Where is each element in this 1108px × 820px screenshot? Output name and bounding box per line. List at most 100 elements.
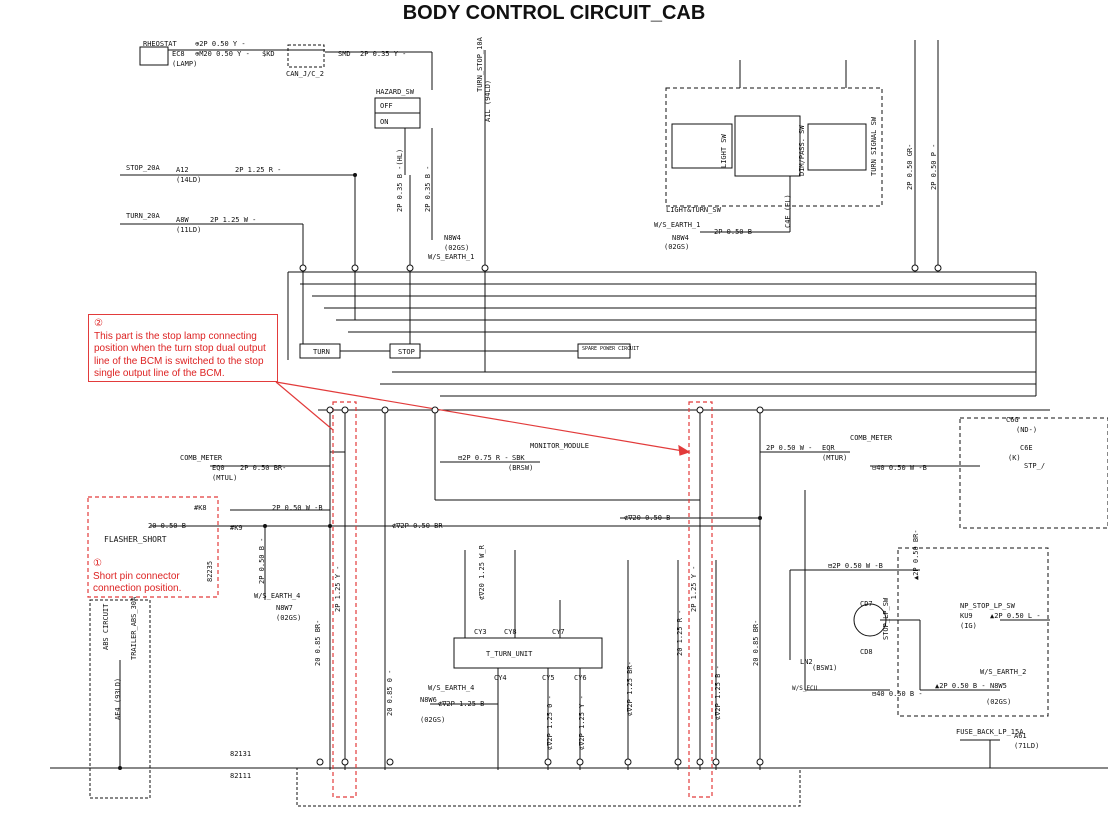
wire-label: ⊄∇2P 0.50 BR- [392, 522, 447, 530]
ws-earth-1-label: W/S_EARTH_1 [428, 253, 474, 261]
wire-label: ⊄∇20 0.50 B - [624, 514, 679, 522]
note-short-pin: ① Short pin connector connection positio… [89, 558, 215, 596]
ig-label: (IG) [960, 622, 977, 630]
note-text: This part is the stop lamp connecting po… [94, 330, 266, 380]
wire-label: 2P 0.50 B - [714, 228, 760, 236]
note-number: ① [93, 558, 102, 569]
wire-label: 2P 0.50 W -B [272, 504, 323, 512]
code-label: (02GS) [276, 614, 301, 622]
a12-label: A12 [176, 166, 189, 174]
n8w4-code-label: (02GS) [444, 244, 469, 252]
comb-meter-2-label: COMB_METER [850, 434, 893, 442]
turn-block-label: TURN [313, 348, 330, 356]
code-label: (02GS) [420, 716, 445, 724]
cd7-label: CD7 [860, 600, 873, 608]
wire-label: 20 0.85 0 - [386, 670, 394, 716]
cd8-label: CD8 [860, 648, 873, 656]
wire-label: ▲2P 0.50 BR- [912, 529, 920, 580]
note-stop-lamp: ② This part is the stop lamp connecting … [88, 314, 278, 382]
ws-earth-4b-label: W/S_EARTH_4 [428, 684, 474, 692]
k-label: (K) [1008, 454, 1021, 462]
nd-label: (ND-) [1016, 426, 1037, 434]
wire-label: ⊄∇2P 1.25 0 - [546, 695, 554, 750]
note-text: Short pin connector connection position. [93, 570, 182, 595]
wire-label: ▲2P 0.50 L - [990, 612, 1041, 620]
sbk-label: SBK [512, 454, 525, 462]
code-label: (02GS) [986, 698, 1011, 706]
lamp-label: (LAMP) [172, 60, 197, 68]
c6e-label: C6E [1020, 444, 1033, 452]
flasher-code-label: 82235 [206, 561, 214, 582]
k9-label: #K9 [230, 524, 243, 532]
wire-label: 2P 0.50 B - [258, 538, 266, 584]
connector-82131-label: 82131 [230, 750, 251, 758]
a1l-label: A1L (94LD) [484, 80, 492, 122]
turn-fuse-label: TURN_20A [126, 212, 161, 220]
n8w4b-label: N8W4 [672, 234, 689, 242]
a12-code-label: (14LD) [176, 176, 201, 184]
wire-label: 2P 0.35 B -(HL) [396, 149, 404, 212]
c6g-label: C6G [1006, 416, 1019, 424]
cy7-label: CY7 [552, 628, 565, 636]
stop-fuse-label: STOP_20A [126, 164, 161, 172]
ws-earth-2-label: W/S_EARTH_2 [980, 668, 1026, 676]
wire-label: 2P 0.35 B - [424, 166, 432, 212]
wire-label: ⊕2P 0.50 Y - [195, 40, 246, 48]
a8w-code-label: (11LD) [176, 226, 201, 234]
a8w-label: A8W [176, 216, 189, 224]
wire-label: 20 1.25 R - [676, 610, 684, 656]
c4e-label: C4E (EL) [784, 194, 792, 228]
light-turn-switch-label: LIGHT&TURN_SW [666, 206, 722, 214]
light-switch-label: LIGHT SW [720, 133, 728, 168]
k8-label: #K8 [194, 504, 207, 512]
wire-label: ⊕M20 0.50 Y - [195, 50, 250, 58]
stp-label: STP_/ [1024, 462, 1045, 470]
wire-label: 20 0.50 B - [148, 522, 194, 530]
mtul-label: (MTUL) [212, 474, 237, 482]
code-label: (02GS) [664, 243, 689, 251]
connector-skd-label: $KD [262, 50, 275, 58]
rheostat-label: RHEOSTAT [143, 40, 178, 48]
wire-label: 2P 1.25 R - [235, 166, 281, 174]
n8w7-label: N8W7 [276, 604, 293, 612]
wire-label: 2P 1.25 Y - [334, 566, 342, 612]
ws-earth-1b-label: W/S_EARTH_1 [654, 221, 700, 229]
ln2-label: LN2 [800, 658, 813, 666]
cy6-label: CY6 [574, 674, 587, 682]
n8w6-label: N8W6 [420, 696, 437, 704]
a61-code-label: (71LD) [1014, 742, 1039, 750]
wire-label: ⊟2P 0.50 W -B [828, 562, 883, 570]
cy4-label: CY4 [494, 674, 507, 682]
connector-82111-label: 82111 [230, 772, 251, 780]
wire-label: ⊟40 0.50 W -B [872, 464, 927, 472]
ec8-label: EC8 [172, 50, 185, 58]
wire-label: ⊟2P 0.75 R - [458, 454, 509, 462]
spare-power-label: SPARE POWER CIRCUIT [582, 346, 639, 352]
cy8-label: CY8 [504, 628, 517, 636]
n8w5-label: N8W5 [990, 682, 1007, 690]
n8w4-label: N8W4 [444, 234, 461, 242]
wire-label: ⊄∇2P 1.25 B - [714, 665, 722, 720]
wire-label: 2P 1.25 W - [210, 216, 256, 224]
turn-signal-switch-label: TURN SIGNAL SW [870, 116, 878, 176]
wire-label: 20 0.85 BR- [314, 620, 322, 666]
comb-meter-1-label: COMB_METER [180, 454, 223, 462]
hazard-switch-label: HAZARD_SW [376, 88, 415, 96]
ws-ecu-label: W/S_ECU [792, 685, 818, 692]
note-number: ② [94, 318, 103, 329]
flasher-short-label: FLASHER_SHORT [104, 535, 167, 544]
trailer-abs-fuse-label: TRAILER_ABS_30A [130, 596, 138, 660]
monitor-module-label: MONITOR_MODULE [530, 442, 589, 450]
stop-block-label: STOP [398, 348, 415, 356]
connector-smd-label: SMD [338, 50, 351, 58]
fuse-back-label: FUSE_BACK_LP_15A [956, 728, 1024, 736]
eqr-label: EQR [822, 444, 835, 452]
wire-label: 2P 0.50 P - [930, 144, 938, 190]
hazard-off-label: OFF [380, 102, 393, 110]
wire-label: 2P 0.50 W - [766, 444, 812, 452]
wire-label: ▲2P 0.50 B - [935, 682, 986, 690]
t-turn-unit-label: T_TURN_UNIT [486, 650, 533, 658]
ae4-label: AE4 (93LD) [114, 678, 122, 720]
wire-label: 2P 0.50 BR- [240, 464, 286, 472]
